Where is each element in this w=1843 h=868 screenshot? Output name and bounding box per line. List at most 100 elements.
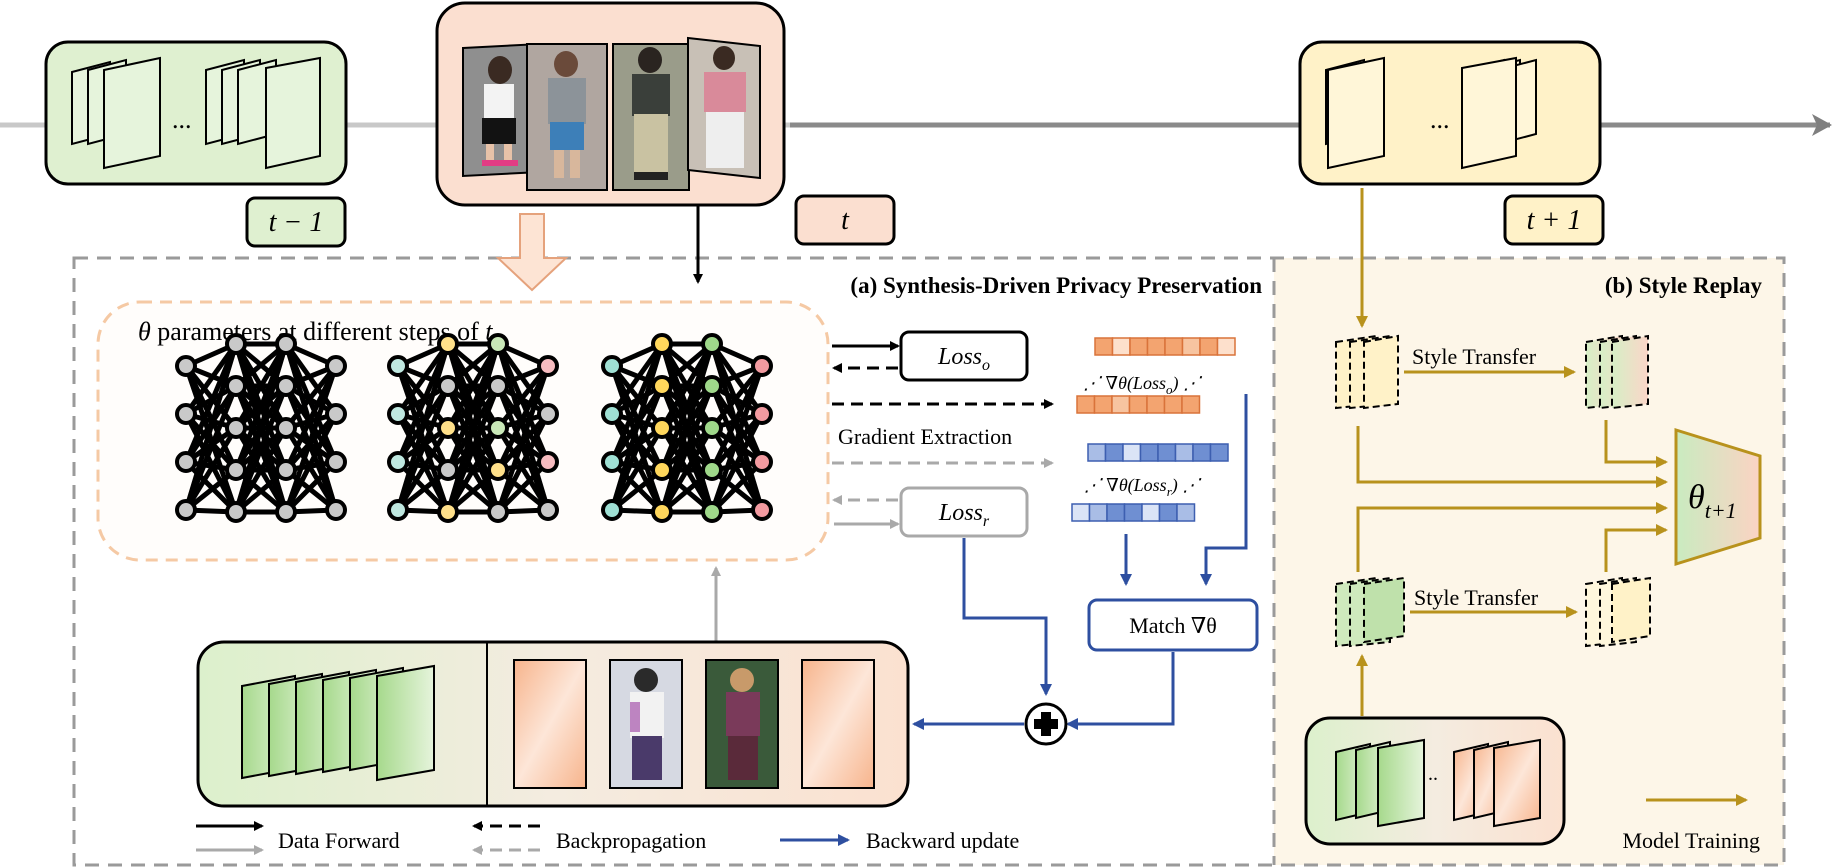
loss-r-label: Lossr	[938, 500, 990, 530]
network-edge	[284, 364, 338, 430]
vector-cell	[1123, 503, 1143, 522]
network-node	[325, 403, 347, 425]
network-edge	[183, 385, 239, 511]
label-t-box	[794, 194, 896, 246]
page-stack-left	[71, 56, 161, 170]
network-node	[437, 459, 459, 481]
network-edge	[395, 426, 451, 512]
blue-arrow-match-to-plus	[1066, 652, 1175, 730]
network-edge	[395, 343, 451, 511]
neural-network-2	[387, 333, 559, 523]
network-edge	[709, 412, 765, 514]
network-edge	[709, 365, 765, 513]
blue-arrow-loss-r-to-plus	[962, 538, 1052, 696]
network-node	[487, 417, 509, 439]
network-node	[651, 333, 673, 355]
vector-cell	[1158, 503, 1178, 522]
match-gradient-box	[1087, 598, 1259, 652]
ellipsis-t-minus-1: ...	[172, 105, 192, 134]
gradient-vector-r-top	[1087, 443, 1229, 462]
vector-cell	[1216, 337, 1236, 356]
network-edge	[445, 342, 501, 430]
label-t-minus-1-box	[245, 196, 347, 248]
network-node	[437, 501, 459, 523]
network-node	[487, 459, 509, 481]
outer-dashed-frame	[72, 256, 1786, 867]
network-node	[275, 375, 297, 397]
loss-o-subscript: o	[982, 357, 990, 374]
network-node	[437, 375, 459, 397]
network-node	[175, 403, 197, 425]
loss-o-label: Losso	[937, 344, 990, 374]
network-node	[751, 499, 773, 521]
network-node	[437, 417, 459, 439]
network-node	[701, 459, 723, 481]
network-node	[387, 355, 409, 377]
network-edge	[445, 343, 501, 513]
network-node	[487, 375, 509, 397]
network-node	[751, 355, 773, 377]
network-node	[537, 499, 559, 521]
network-node	[175, 499, 197, 521]
network-node	[387, 499, 409, 521]
network-node	[225, 501, 247, 523]
network-node	[537, 403, 559, 425]
network-edge	[183, 412, 239, 514]
loss-r-box	[899, 486, 1029, 538]
grad-o-label: ⋰ ∇θ(Losso) ⋰	[1083, 373, 1203, 397]
vector-cell	[1071, 503, 1091, 522]
network-edge	[496, 460, 550, 514]
network-node	[601, 499, 623, 521]
network-edge	[183, 426, 239, 512]
params-label: θ parameters at different steps of t	[138, 317, 493, 346]
replay-buffer-ellipsis: ..	[1428, 763, 1438, 785]
synthetic-image-1	[513, 659, 587, 789]
task-t-minus-1-box: ...	[44, 40, 348, 186]
vector-cell	[1111, 395, 1131, 414]
network-edge	[659, 342, 715, 430]
gold-arrow-old-to-model	[1356, 426, 1668, 488]
vector-cell	[1111, 337, 1131, 356]
network-node	[487, 501, 509, 523]
network-edge	[445, 385, 501, 513]
network-edge	[609, 412, 665, 514]
synthetic-person-image-3	[705, 659, 779, 789]
synthetic-person-image-2	[609, 659, 683, 789]
params-label-theta: θ	[138, 317, 151, 346]
network-node	[275, 417, 297, 439]
grad-r-sub: r	[1167, 484, 1173, 499]
grad-o-sub: o	[1166, 382, 1173, 397]
network-edge	[233, 342, 289, 430]
network-edge	[233, 343, 289, 513]
loss-o-box	[899, 330, 1029, 382]
label-t-plus-1: t + 1	[1527, 205, 1582, 236]
gradient-vector-r-bottom	[1071, 503, 1196, 522]
task-t-box	[435, 1, 786, 207]
network-edge	[495, 342, 551, 416]
vector-cell	[1141, 503, 1161, 522]
network-node	[601, 451, 623, 473]
transferred-stack-top	[1585, 334, 1649, 410]
label-t: t	[841, 205, 850, 236]
network-node	[175, 355, 197, 377]
network-edge	[710, 460, 764, 514]
vector-cell	[1174, 443, 1194, 462]
network-node	[751, 451, 773, 473]
person-photo-4	[687, 36, 761, 180]
vector-cell	[1129, 337, 1149, 356]
loss-r-text: Loss	[938, 500, 983, 526]
grad-r-label: ⋰ ∇θ(Lossr) ⋰	[1084, 475, 1202, 499]
network-node	[325, 451, 347, 473]
network-node	[651, 501, 673, 523]
network-node	[275, 333, 297, 355]
memory-buffer-box	[196, 640, 910, 808]
hollow-down-arrow	[495, 213, 569, 292]
network-node	[275, 459, 297, 481]
network-node	[437, 333, 459, 355]
network-edge	[233, 385, 289, 513]
network-edge	[609, 426, 665, 512]
vector-cell	[1163, 395, 1183, 414]
vector-cell	[1164, 337, 1184, 356]
params-label-t: t	[485, 317, 493, 346]
panel-b-title: (b) Style Replay	[1605, 273, 1763, 298]
